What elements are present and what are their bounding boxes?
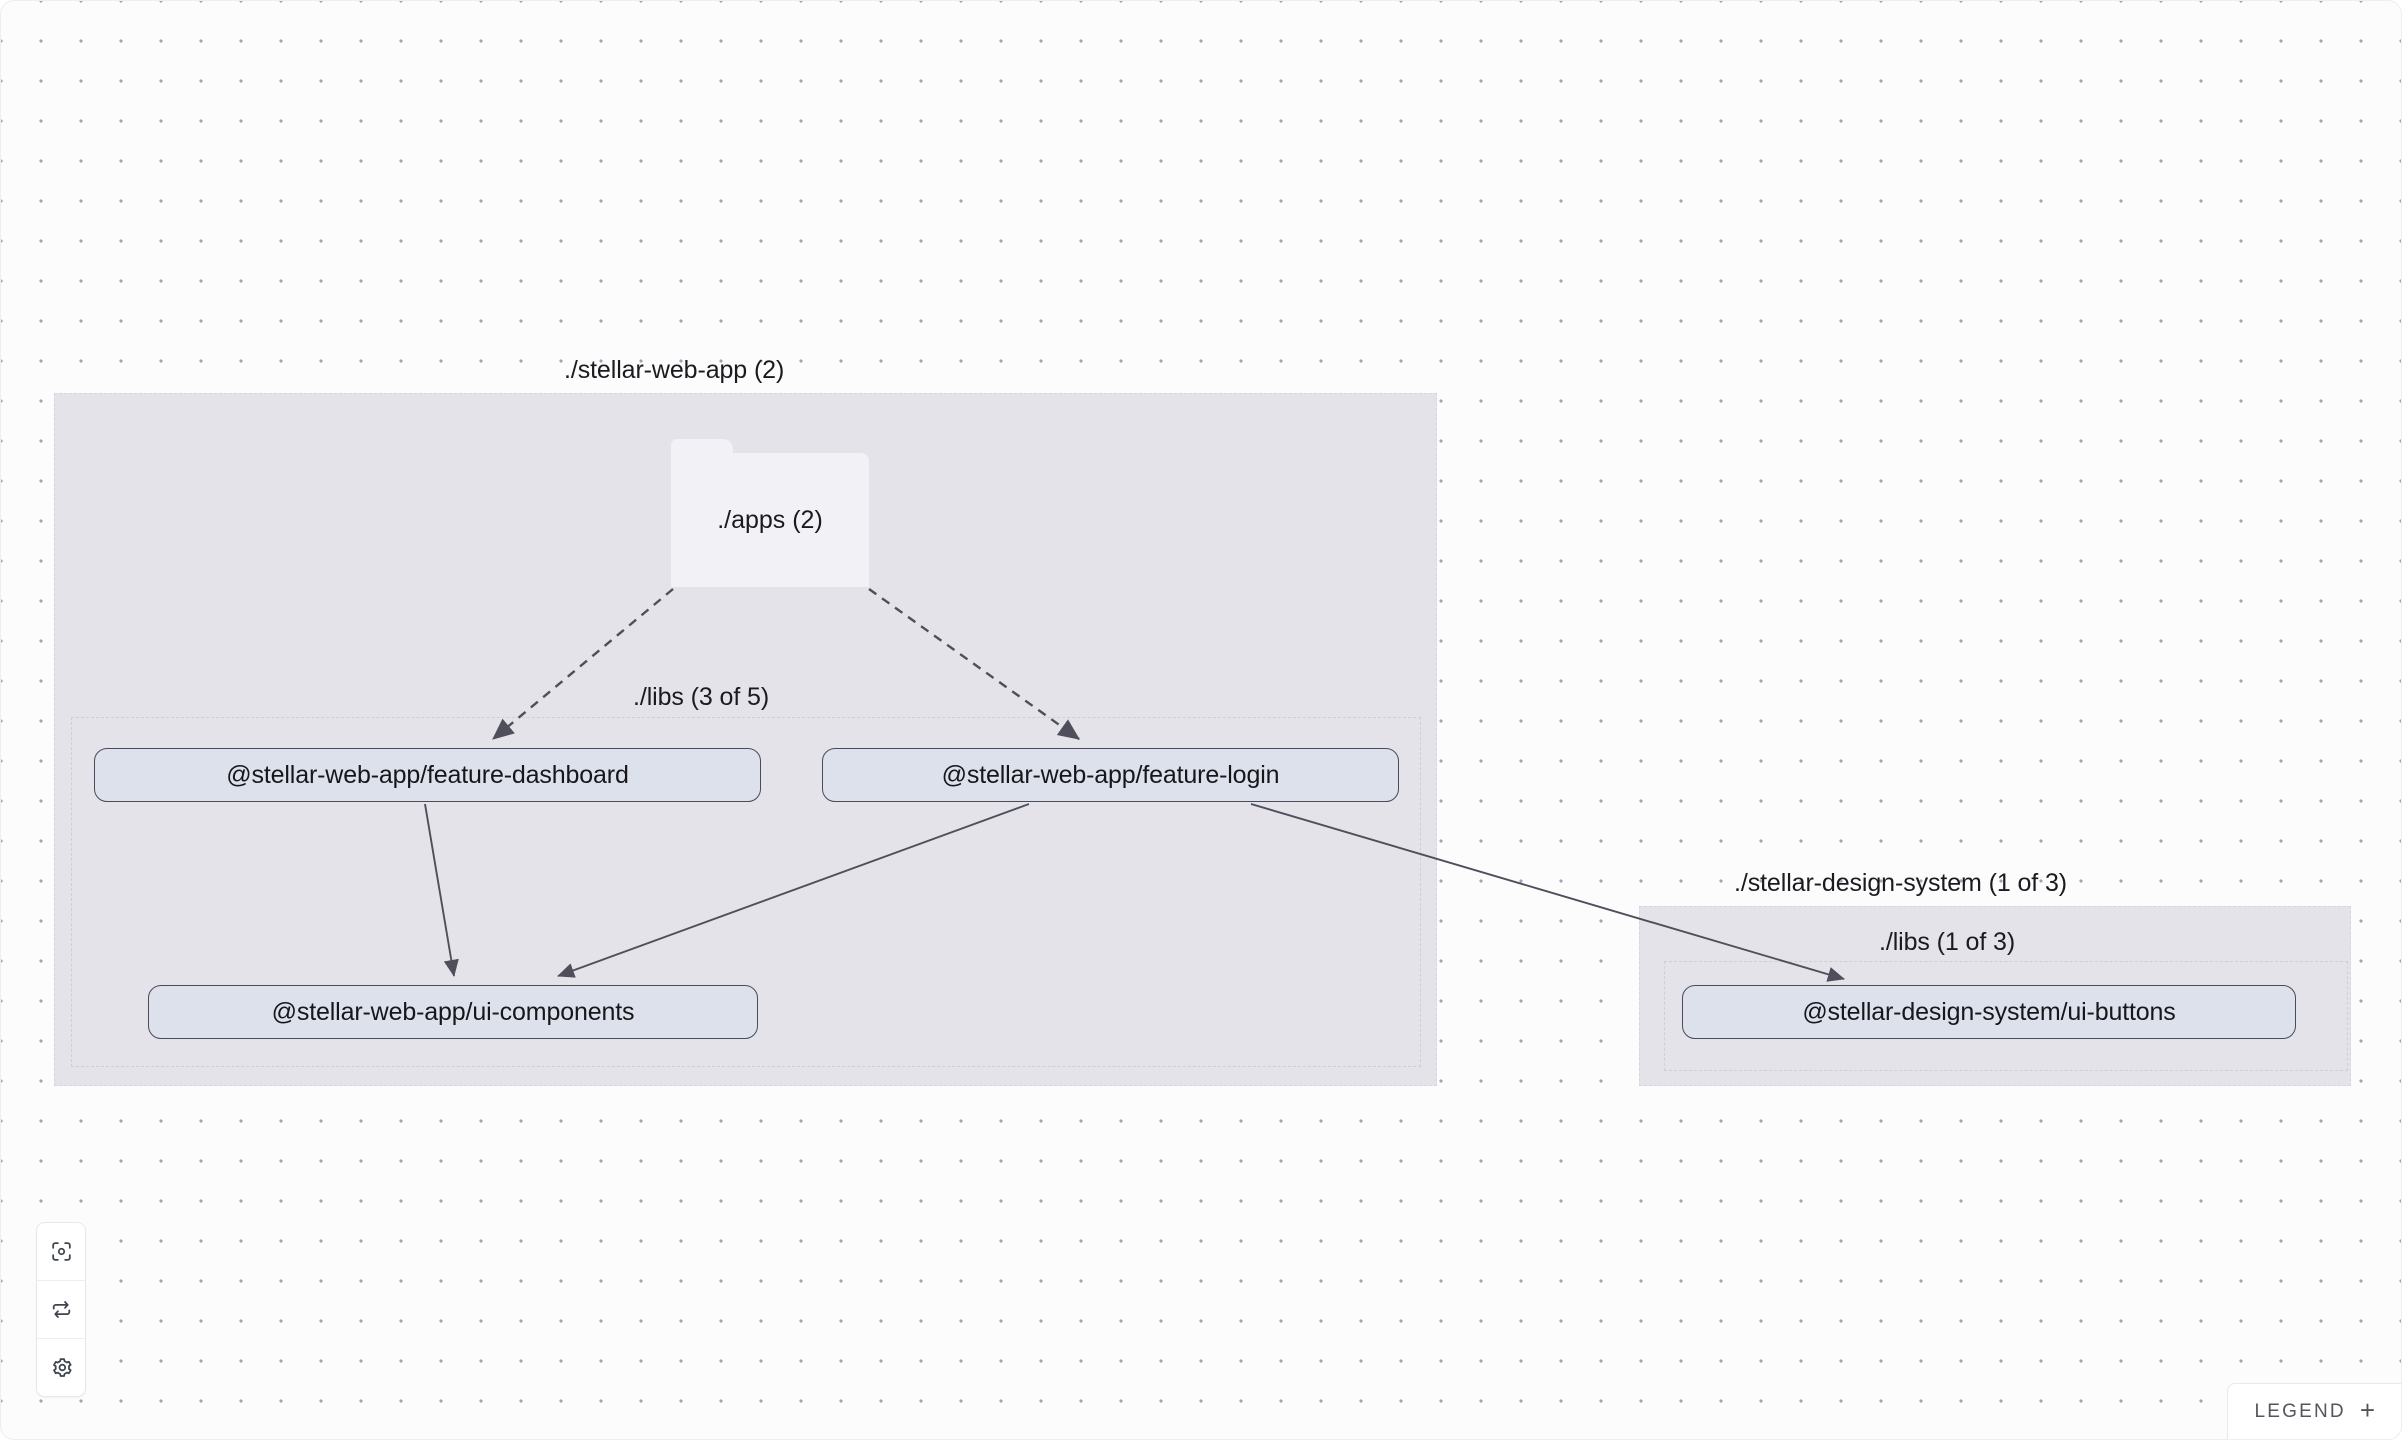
project-node-label: @stellar-web-app/ui-components (271, 997, 635, 1026)
folder-label: ./apps (2) (717, 505, 823, 534)
project-node-feature-dashboard[interactable]: @stellar-web-app/feature-dashboard (94, 748, 761, 802)
focus-graph-button[interactable] (37, 1223, 85, 1281)
project-node-ui-components[interactable]: @stellar-web-app/ui-components (148, 985, 758, 1039)
plus-icon: + (2359, 1395, 2375, 1425)
project-node-feature-login[interactable]: @stellar-web-app/feature-login (822, 748, 1399, 802)
refresh-icon (49, 1297, 74, 1322)
group-stellar-design-system-libs[interactable] (1664, 961, 2348, 1071)
project-node-ui-buttons[interactable]: @stellar-design-system/ui-buttons (1682, 985, 2296, 1039)
refresh-graph-button[interactable] (37, 1281, 85, 1339)
group-label-stellar-web-app-libs: ./libs (3 of 5) (633, 683, 770, 711)
legend-toggle-button[interactable]: LEGEND + (2227, 1383, 2401, 1439)
group-label-stellar-design-system-libs: ./libs (1 of 3) (1879, 928, 2016, 956)
settings-button[interactable] (37, 1339, 85, 1396)
project-node-label: @stellar-web-app/feature-dashboard (226, 760, 629, 789)
graph-controls[interactable] (36, 1222, 86, 1397)
legend-label: LEGEND (2254, 1400, 2346, 1422)
gear-icon (49, 1355, 74, 1380)
group-label-stellar-web-app: ./stellar-web-app (2) (564, 356, 785, 384)
project-node-label: @stellar-design-system/ui-buttons (1802, 997, 2176, 1026)
folder-body: ./apps (2) (671, 453, 869, 587)
project-node-label: @stellar-web-app/feature-login (941, 760, 1280, 789)
folder-node-apps[interactable]: ./apps (2) (671, 439, 869, 587)
group-label-stellar-design-system: ./stellar-design-system (1 of 3) (1734, 869, 2068, 897)
focus-target-icon (49, 1239, 74, 1264)
